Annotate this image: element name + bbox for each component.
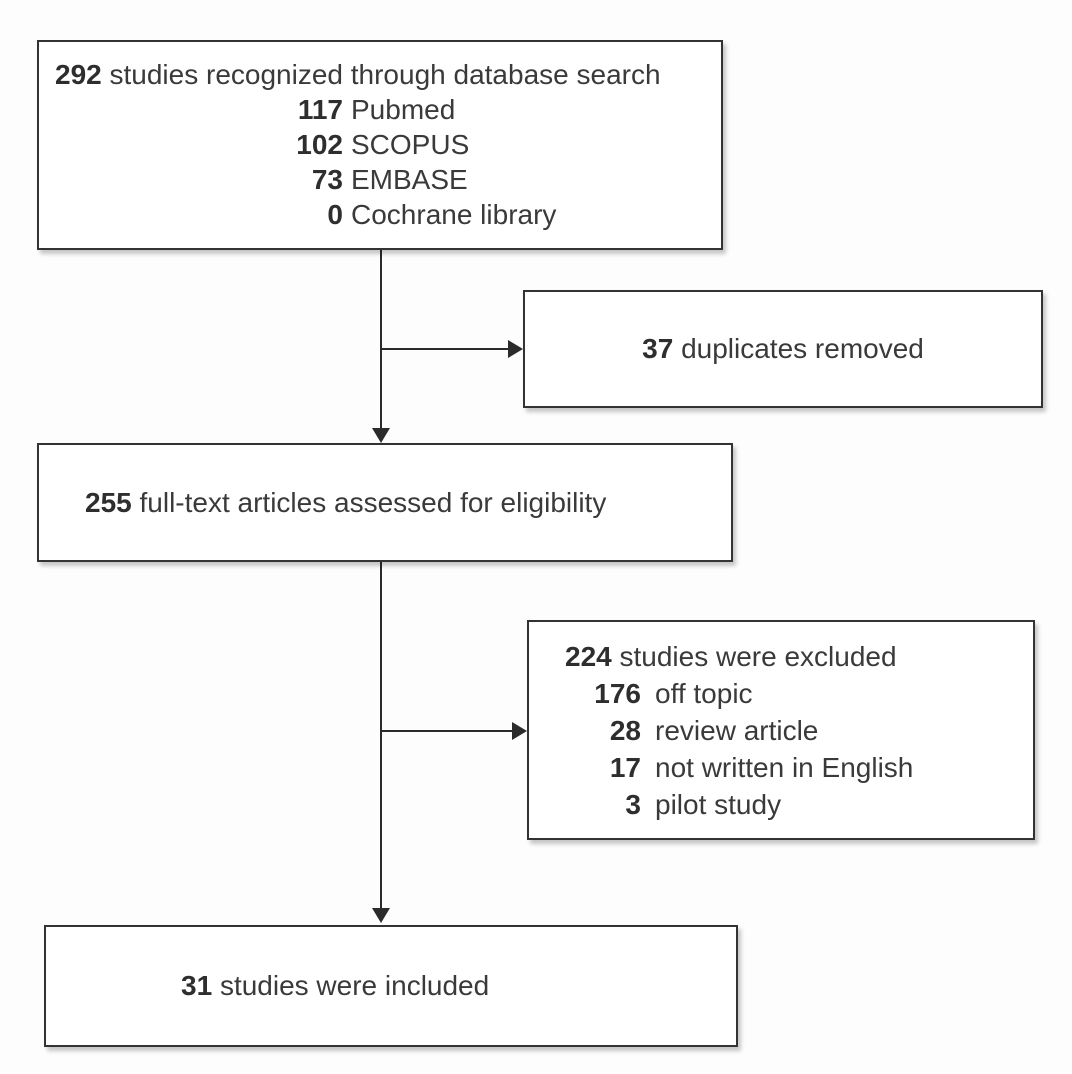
included-box: 31 studies were included <box>44 925 738 1047</box>
identification-box: 292 studies recognized through database … <box>37 40 723 250</box>
excluded-box: 224 studies were excluded 176 off topic 2… <box>527 620 1035 840</box>
source-label: SCOPUS <box>351 129 470 160</box>
excluded-reason-row-not-english: 17 not written in English <box>529 749 1033 786</box>
duplicates-count: 37 <box>642 333 674 364</box>
included-text: 31 studies were included <box>181 970 489 1002</box>
connector-line-eligibility-to-included <box>380 562 382 910</box>
eligibility-box: 255 full-text articles assessed for elig… <box>37 443 733 562</box>
excluded-total-count: 224 <box>565 641 612 672</box>
included-label: studies were included <box>219 970 490 1001</box>
reason-label: not written in English <box>655 752 914 783</box>
excluded-reason-row-pilot-study: 3 pilot study <box>529 786 1033 823</box>
connector-line-identification-to-eligibility <box>380 250 382 431</box>
source-label: EMBASE <box>351 164 468 195</box>
excluded-reason-row-off-topic: 176 off topic <box>529 675 1033 712</box>
source-row-cochrane: 0 Cochrane library <box>39 197 721 232</box>
included-count: 31 <box>181 970 213 1001</box>
source-row-embase: 73 EMBASE <box>39 162 721 197</box>
reason-count: 28 <box>609 715 641 746</box>
arrowhead-right-into-duplicates-icon <box>508 340 523 358</box>
identification-total-label: studies recognized through database sear… <box>109 59 661 90</box>
reason-count: 3 <box>625 789 641 820</box>
eligibility-text: 255 full-text articles assessed for elig… <box>85 487 606 519</box>
duplicates-label: duplicates removed <box>681 333 924 364</box>
reason-label: off topic <box>655 678 753 709</box>
source-count: 73 <box>311 164 343 195</box>
connector-line-to-excluded <box>381 730 512 732</box>
source-label: Cochrane library <box>351 199 557 230</box>
arrowhead-down-into-eligibility-icon <box>372 428 390 443</box>
arrowhead-down-into-included-icon <box>372 908 390 923</box>
eligibility-label: full-text articles assessed for eligibil… <box>139 486 607 518</box>
source-row-scopus: 102 SCOPUS <box>39 127 721 162</box>
duplicates-text: 37 duplicates removed <box>642 333 924 365</box>
excluded-total-label: studies were excluded <box>619 641 897 672</box>
connector-line-to-duplicates <box>381 348 509 350</box>
reason-count: 176 <box>594 678 641 709</box>
identification-total-count: 292 <box>55 59 102 90</box>
source-count: 117 <box>297 94 343 125</box>
duplicates-removed-box: 37 duplicates removed <box>523 290 1043 408</box>
arrowhead-right-into-excluded-icon <box>512 722 527 740</box>
excluded-headline: 224 studies were excluded <box>529 638 1033 675</box>
reason-label: review article <box>655 715 819 746</box>
excluded-reason-row-review-article: 28 review article <box>529 712 1033 749</box>
eligibility-count: 255 <box>85 486 132 518</box>
identification-headline: 292 studies recognized through database … <box>39 57 721 92</box>
reason-count: 17 <box>609 752 641 783</box>
reason-label: pilot study <box>655 789 782 820</box>
source-label: Pubmed <box>351 94 456 125</box>
source-count: 102 <box>296 129 343 160</box>
source-count: 0 <box>327 199 343 230</box>
source-row-pubmed: 117 Pubmed <box>39 92 721 127</box>
